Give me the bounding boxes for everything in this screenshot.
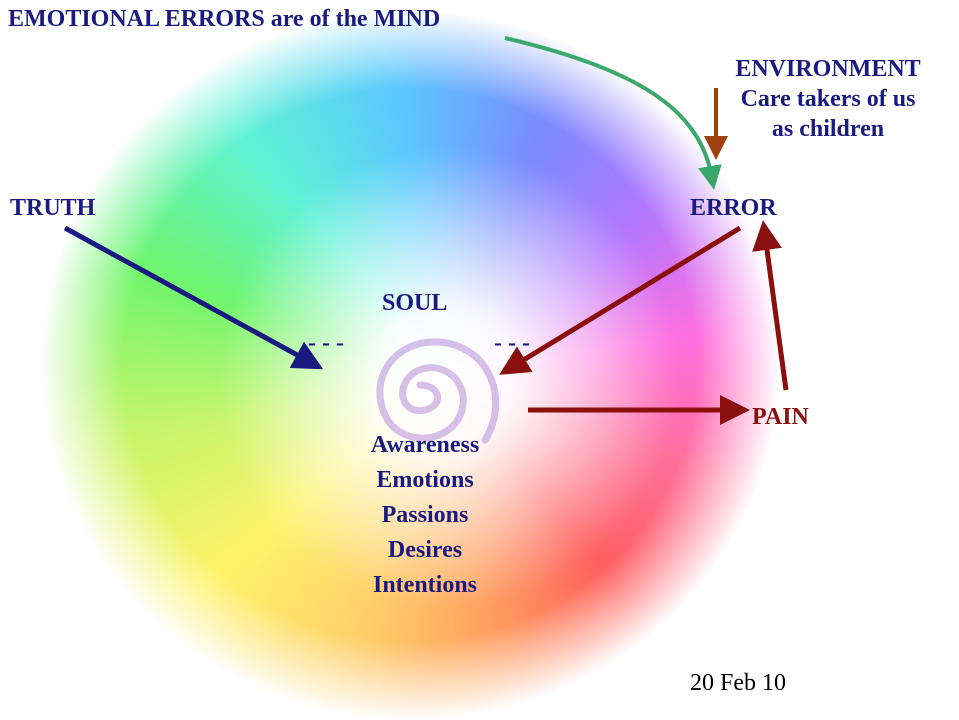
truth-label: TRUTH [10, 195, 96, 221]
pain-label: PAIN [752, 404, 809, 430]
rainbow-swirl-background [40, 10, 780, 720]
environment-line-2: as children [771, 116, 885, 142]
truth-arrow [63, 225, 324, 370]
soul-qualities-list: Awareness Emotions Passions Desires Inte… [340, 428, 510, 603]
soul-dashes-right: - - - [494, 330, 530, 356]
quality-emotions: Emotions [376, 467, 474, 493]
mind-to-error-arrow [504, 36, 722, 190]
quality-awareness: Awareness [370, 432, 480, 458]
error-label: ERROR [690, 195, 777, 221]
error-to-soul-arrow [499, 225, 742, 375]
soul-dashes-left: - - - [308, 330, 344, 356]
soul-label: SOUL [382, 290, 448, 316]
emotional-errors-note: EMOTIONAL ERRORS are of the MIND [8, 6, 441, 32]
quality-passions: Passions [381, 502, 469, 528]
quality-desires: Desires [387, 537, 463, 563]
environment-label-block: ENVIRONMENT Care takers of us as childre… [706, 54, 950, 144]
environment-line-1: Care takers of us [740, 86, 916, 112]
pain-to-error-arrow [752, 220, 789, 391]
environment-title: ENVIRONMENT [735, 56, 921, 82]
date-label: 20 Feb 10 [690, 670, 786, 696]
quality-intentions: Intentions [372, 572, 478, 598]
